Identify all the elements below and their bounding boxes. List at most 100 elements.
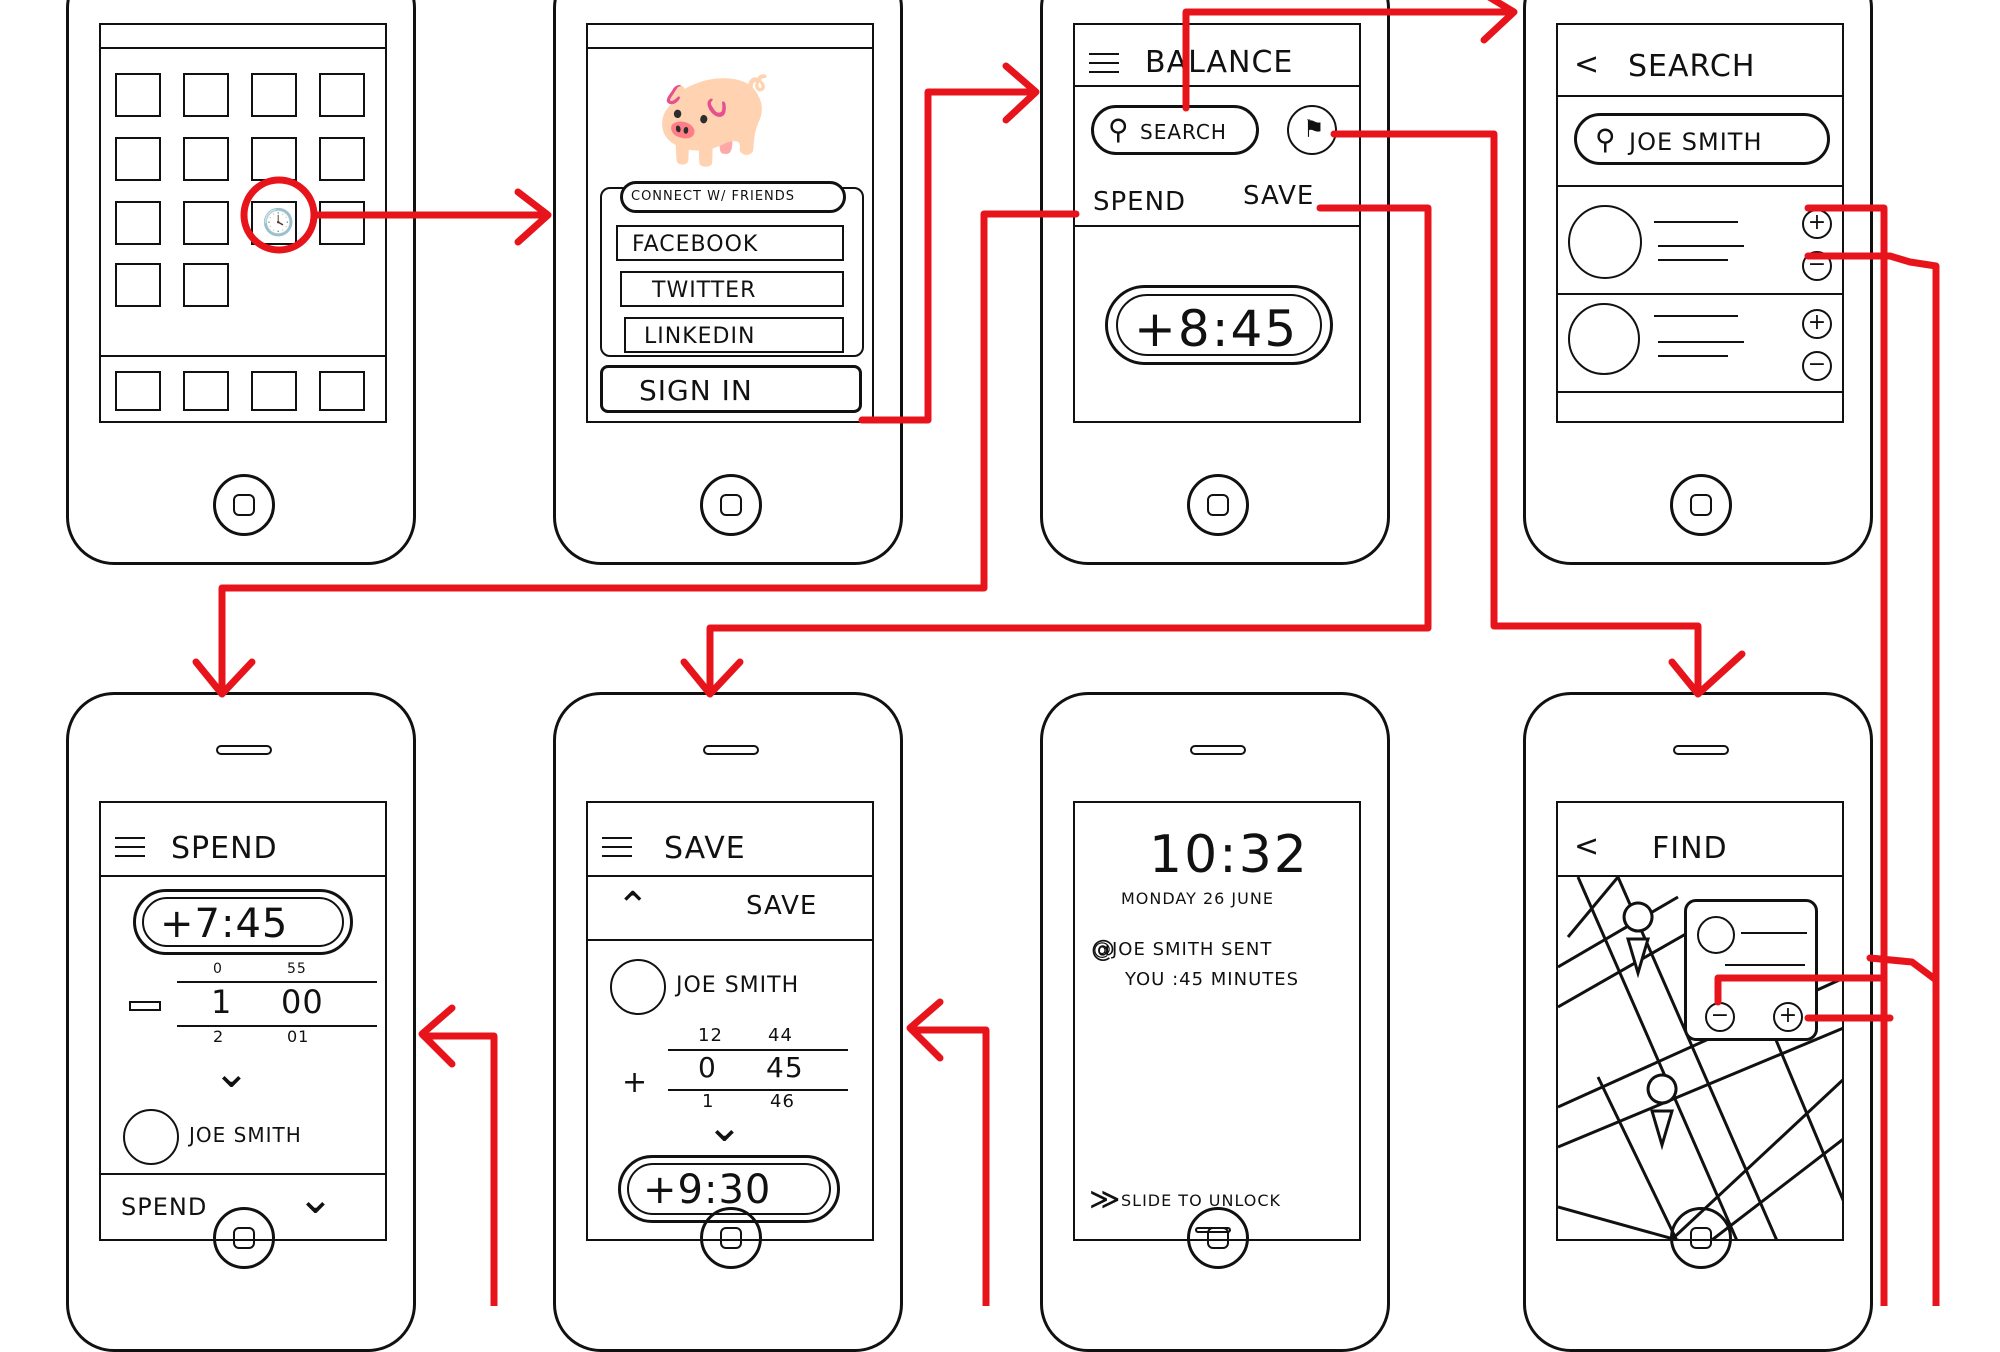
app-icon[interactable] (115, 263, 161, 307)
sign-in-button[interactable]: SIGN IN (600, 365, 862, 413)
remove-friend-button[interactable]: − (1705, 1002, 1735, 1032)
chevron-down-icon[interactable]: ⌄ (213, 1047, 250, 1098)
menu-icon[interactable] (1089, 53, 1119, 73)
app-icon[interactable] (183, 73, 229, 117)
connect-label: CONNECT W/ FRIENDS (631, 189, 796, 204)
picker-above-minutes: 44 (768, 1025, 793, 1046)
home-button[interactable] (1670, 1207, 1732, 1269)
notification-line-1[interactable]: @JOE SMITH SENT (1093, 939, 1273, 960)
speaker-slot (1673, 745, 1729, 755)
linkedin-button[interactable]: LINKEDIN (624, 317, 844, 353)
menu-icon[interactable] (602, 837, 632, 857)
dock-icon[interactable] (183, 371, 229, 411)
app-icon[interactable] (251, 73, 297, 117)
app-icon[interactable] (251, 137, 297, 181)
picker-below-minutes: 46 (770, 1091, 795, 1112)
map-pin-icon[interactable] (1622, 901, 1654, 979)
lock-time: 10:32 (1149, 825, 1309, 885)
result-row-divider (1558, 293, 1842, 295)
spend-title: SPEND (171, 831, 278, 866)
connect-panel: CONNECT W/ FRIENDS FACEBOOK TWITTER LINK… (600, 181, 864, 357)
chevron-down-icon[interactable]: ⌄ (706, 1101, 743, 1152)
spend-balance-pill: +7:45 (133, 889, 353, 955)
balance-screen: BALANCE ⚲ SEARCH ⚑ SPEND SAVE +8:45 (1073, 23, 1361, 423)
flow-arrowhead (1480, 0, 1518, 44)
result-name-scribble (1654, 315, 1738, 317)
search-query-field[interactable]: ⚲ JOE SMITH (1574, 113, 1830, 165)
remove-friend-button[interactable]: − (1802, 351, 1832, 381)
tab-curve-divider (1075, 225, 1359, 227)
app-icon[interactable] (319, 73, 365, 117)
home-button[interactable] (1670, 474, 1732, 536)
dock-icon[interactable] (319, 371, 365, 411)
phone-home: 🕓 (66, 0, 416, 565)
chevron-down-icon[interactable]: ⌄ (297, 1173, 334, 1224)
user-avatar-icon (1568, 205, 1642, 279)
search-button[interactable]: ⚲ SEARCH (1091, 105, 1259, 155)
spend-balance-pill-inner: +7:45 (142, 897, 344, 947)
flow-arrowhead (192, 658, 256, 698)
app-icon[interactable] (115, 73, 161, 117)
spend-balance-value: +7:45 (160, 901, 289, 947)
home-button[interactable] (213, 474, 275, 536)
app-icon[interactable] (115, 201, 161, 245)
chevron-left-icon[interactable]: < (1574, 829, 1601, 864)
app-icon-clock[interactable]: 🕓 (251, 201, 297, 245)
picker-plus-sign[interactable]: + (622, 1065, 649, 1100)
phone-search: < SEARCH ⚲ JOE SMITH + − (1523, 0, 1873, 565)
picker-rule (668, 1049, 848, 1051)
notification-line-2[interactable]: YOU :45 MINUTES (1125, 969, 1300, 990)
chevron-right-icon: ≫ (1089, 1182, 1121, 1217)
speaker-slot (703, 745, 759, 755)
dock-icon[interactable] (251, 371, 297, 411)
app-icon[interactable] (183, 263, 229, 307)
user-avatar-icon (1697, 916, 1735, 954)
chevron-left-icon[interactable]: < (1574, 47, 1601, 82)
picker-rule (177, 981, 377, 983)
twitter-button[interactable]: TWITTER (620, 271, 844, 307)
user-avatar-icon (1568, 303, 1640, 375)
home-button[interactable] (700, 474, 762, 536)
app-icon[interactable] (319, 137, 365, 181)
app-icon[interactable] (183, 201, 229, 245)
menu-icon[interactable] (115, 837, 145, 857)
magnifier-icon: ⚲ (1108, 113, 1129, 146)
home-button[interactable] (700, 1207, 762, 1269)
picker-minus-sign[interactable]: − (129, 1001, 161, 1011)
remove-friend-button[interactable]: − (1802, 251, 1832, 281)
location-button[interactable]: ⚑ (1287, 105, 1337, 155)
map-pin-icon[interactable] (1646, 1073, 1678, 1151)
signin-status-divider (588, 47, 872, 49)
slide-to-unlock[interactable]: SLIDE TO UNLOCK (1121, 1191, 1282, 1210)
friend-popup-card[interactable]: − + (1684, 899, 1818, 1041)
app-icon[interactable] (115, 137, 161, 181)
result-detail-scribble (1658, 341, 1744, 343)
spend-tab[interactable]: SPEND (1093, 187, 1187, 217)
save-tab[interactable]: SAVE (1243, 181, 1315, 211)
app-icon[interactable] (183, 137, 229, 181)
picker-below-hours: 2 (213, 1027, 225, 1046)
chevron-up-icon[interactable]: ⌃ (616, 884, 650, 930)
add-friend-button[interactable]: + (1802, 209, 1832, 239)
phone-lock: 10:32 MONDAY 26 JUNE @ @JOE SMITH SENT Y… (1040, 692, 1390, 1352)
spend-action-button[interactable]: SPEND (121, 1193, 208, 1221)
clock-icon: 🕓 (262, 208, 295, 238)
spend-recipient: JOE SMITH (189, 1123, 302, 1147)
spend-header: SPEND (101, 803, 385, 877)
dock-icon[interactable] (115, 371, 161, 411)
balance-value: +8:45 (1134, 300, 1299, 358)
save-balance-pill-inner: +9:30 (627, 1163, 831, 1215)
home-button[interactable] (213, 1207, 275, 1269)
app-icon[interactable] (319, 201, 365, 245)
home-button[interactable] (1187, 1207, 1249, 1269)
save-tab[interactable]: SAVE (746, 891, 818, 921)
flow-arrowhead (1002, 62, 1040, 124)
balance-pill-inner: +8:45 (1116, 294, 1322, 358)
facebook-button[interactable]: FACEBOOK (616, 225, 844, 261)
flow-arrowhead (1668, 650, 1746, 698)
add-friend-button[interactable]: + (1773, 1002, 1803, 1032)
piggy-bank-clock-icon: 🐖 (654, 61, 774, 173)
home-button[interactable] (1187, 474, 1249, 536)
connect-label-pill: CONNECT W/ FRIENDS (620, 181, 846, 213)
add-friend-button[interactable]: + (1802, 309, 1832, 339)
